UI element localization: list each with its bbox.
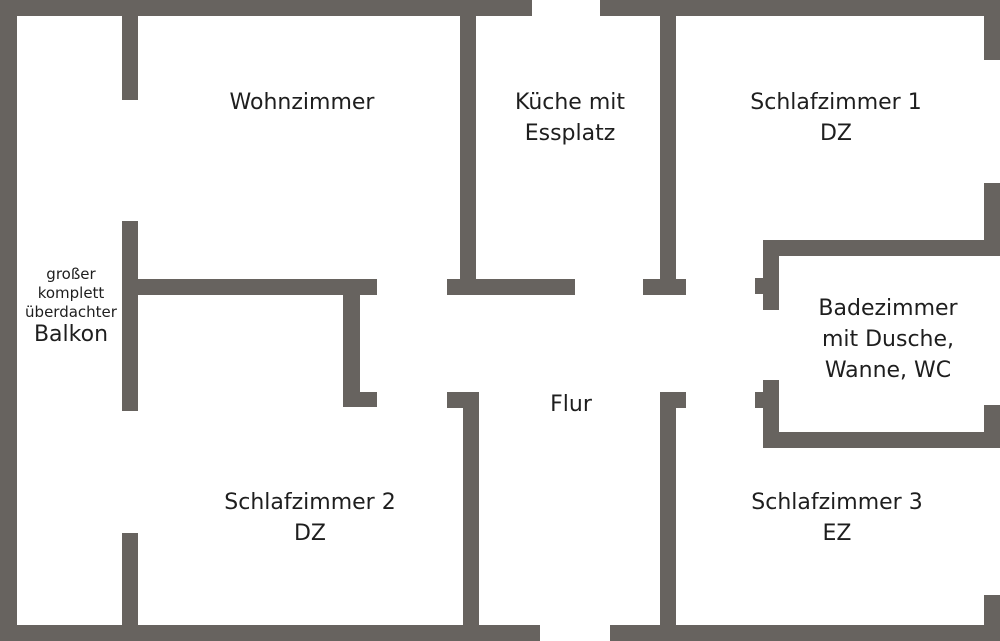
kueche-line1: Küche mit xyxy=(514,90,626,115)
schlafzimmer3-line2: EZ xyxy=(822,520,852,546)
schlafzimmer2-line1: Schlafzimmer 2 xyxy=(224,490,396,515)
wall-top-right xyxy=(600,0,1000,16)
label-schlafzimmer2: Schlafzimmer 2 DZ xyxy=(224,488,395,550)
wall-bad-bottom xyxy=(763,432,1000,448)
balkon-line1: großer xyxy=(46,265,96,283)
wall-wohnzimmer-stub xyxy=(343,279,360,407)
flur-line1: Flur xyxy=(550,392,592,417)
label-schlafzimmer3: Schlafzimmer 3 EZ xyxy=(751,488,922,550)
wall-kueche-right xyxy=(660,0,676,295)
label-kueche: Küche mit Essplatz xyxy=(515,88,625,150)
wall-schlafzimmer2-right xyxy=(463,392,479,641)
balkon-line2: komplett xyxy=(37,283,105,302)
label-wohnzimmer: Wohnzimmer xyxy=(230,88,375,119)
label-schlafzimmer1: Schlafzimmer 1 DZ xyxy=(750,88,921,150)
label-badezimmer: Badezimmer mit Dusche, Wanne, WC xyxy=(818,294,957,386)
wall-schlafzimmer1-bottom-stub xyxy=(643,279,686,295)
schlafzimmer2-line2: DZ xyxy=(293,520,326,546)
wall-balkon-top xyxy=(122,0,138,100)
wall-bad-top xyxy=(763,240,1000,256)
wall-kueche-left xyxy=(460,0,476,295)
wall-outer-left xyxy=(0,0,17,641)
balkon-line3: überdachter xyxy=(25,302,117,321)
wall-kueche-bottom xyxy=(447,279,575,295)
schlafzimmer3-line1: Schlafzimmer 3 xyxy=(751,490,923,515)
wall-bottom-left xyxy=(0,625,540,641)
balkon-line4: Balkon xyxy=(33,322,109,348)
schlafzimmer1-line1: Schlafzimmer 1 xyxy=(750,90,922,115)
wohnzimmer-line1: Wohnzimmer xyxy=(229,90,375,115)
wall-bad-left-upper xyxy=(763,240,779,310)
wall-bottom-right xyxy=(610,625,1000,641)
label-flur: Flur xyxy=(550,390,592,421)
wall-wohnzimmer-horizontal xyxy=(122,279,377,295)
wall-outer-right-mid xyxy=(984,183,1000,243)
badezimmer-line2: mit Dusche, xyxy=(821,326,955,352)
wall-balkon-mid xyxy=(122,221,138,411)
schlafzimmer1-line2: DZ xyxy=(819,120,852,146)
wall-wohnzimmer-stub-foot xyxy=(343,392,377,407)
wall-schlafzimmer3-left xyxy=(660,392,676,641)
wall-balkon-bottom xyxy=(122,533,138,641)
wall-outer-right-bottom xyxy=(984,595,1000,641)
wall-bad-left-upper-stub xyxy=(755,278,779,294)
kueche-line2: Essplatz xyxy=(524,120,616,146)
badezimmer-line1: Badezimmer xyxy=(818,296,958,321)
wall-top-left xyxy=(0,0,532,16)
wall-outer-right-top xyxy=(984,0,1000,60)
wall-bad-left-lower-stub xyxy=(755,392,779,408)
label-balkon: großer komplett überdachter Balkon xyxy=(25,265,117,349)
badezimmer-line3: Wanne, WC xyxy=(824,357,952,383)
